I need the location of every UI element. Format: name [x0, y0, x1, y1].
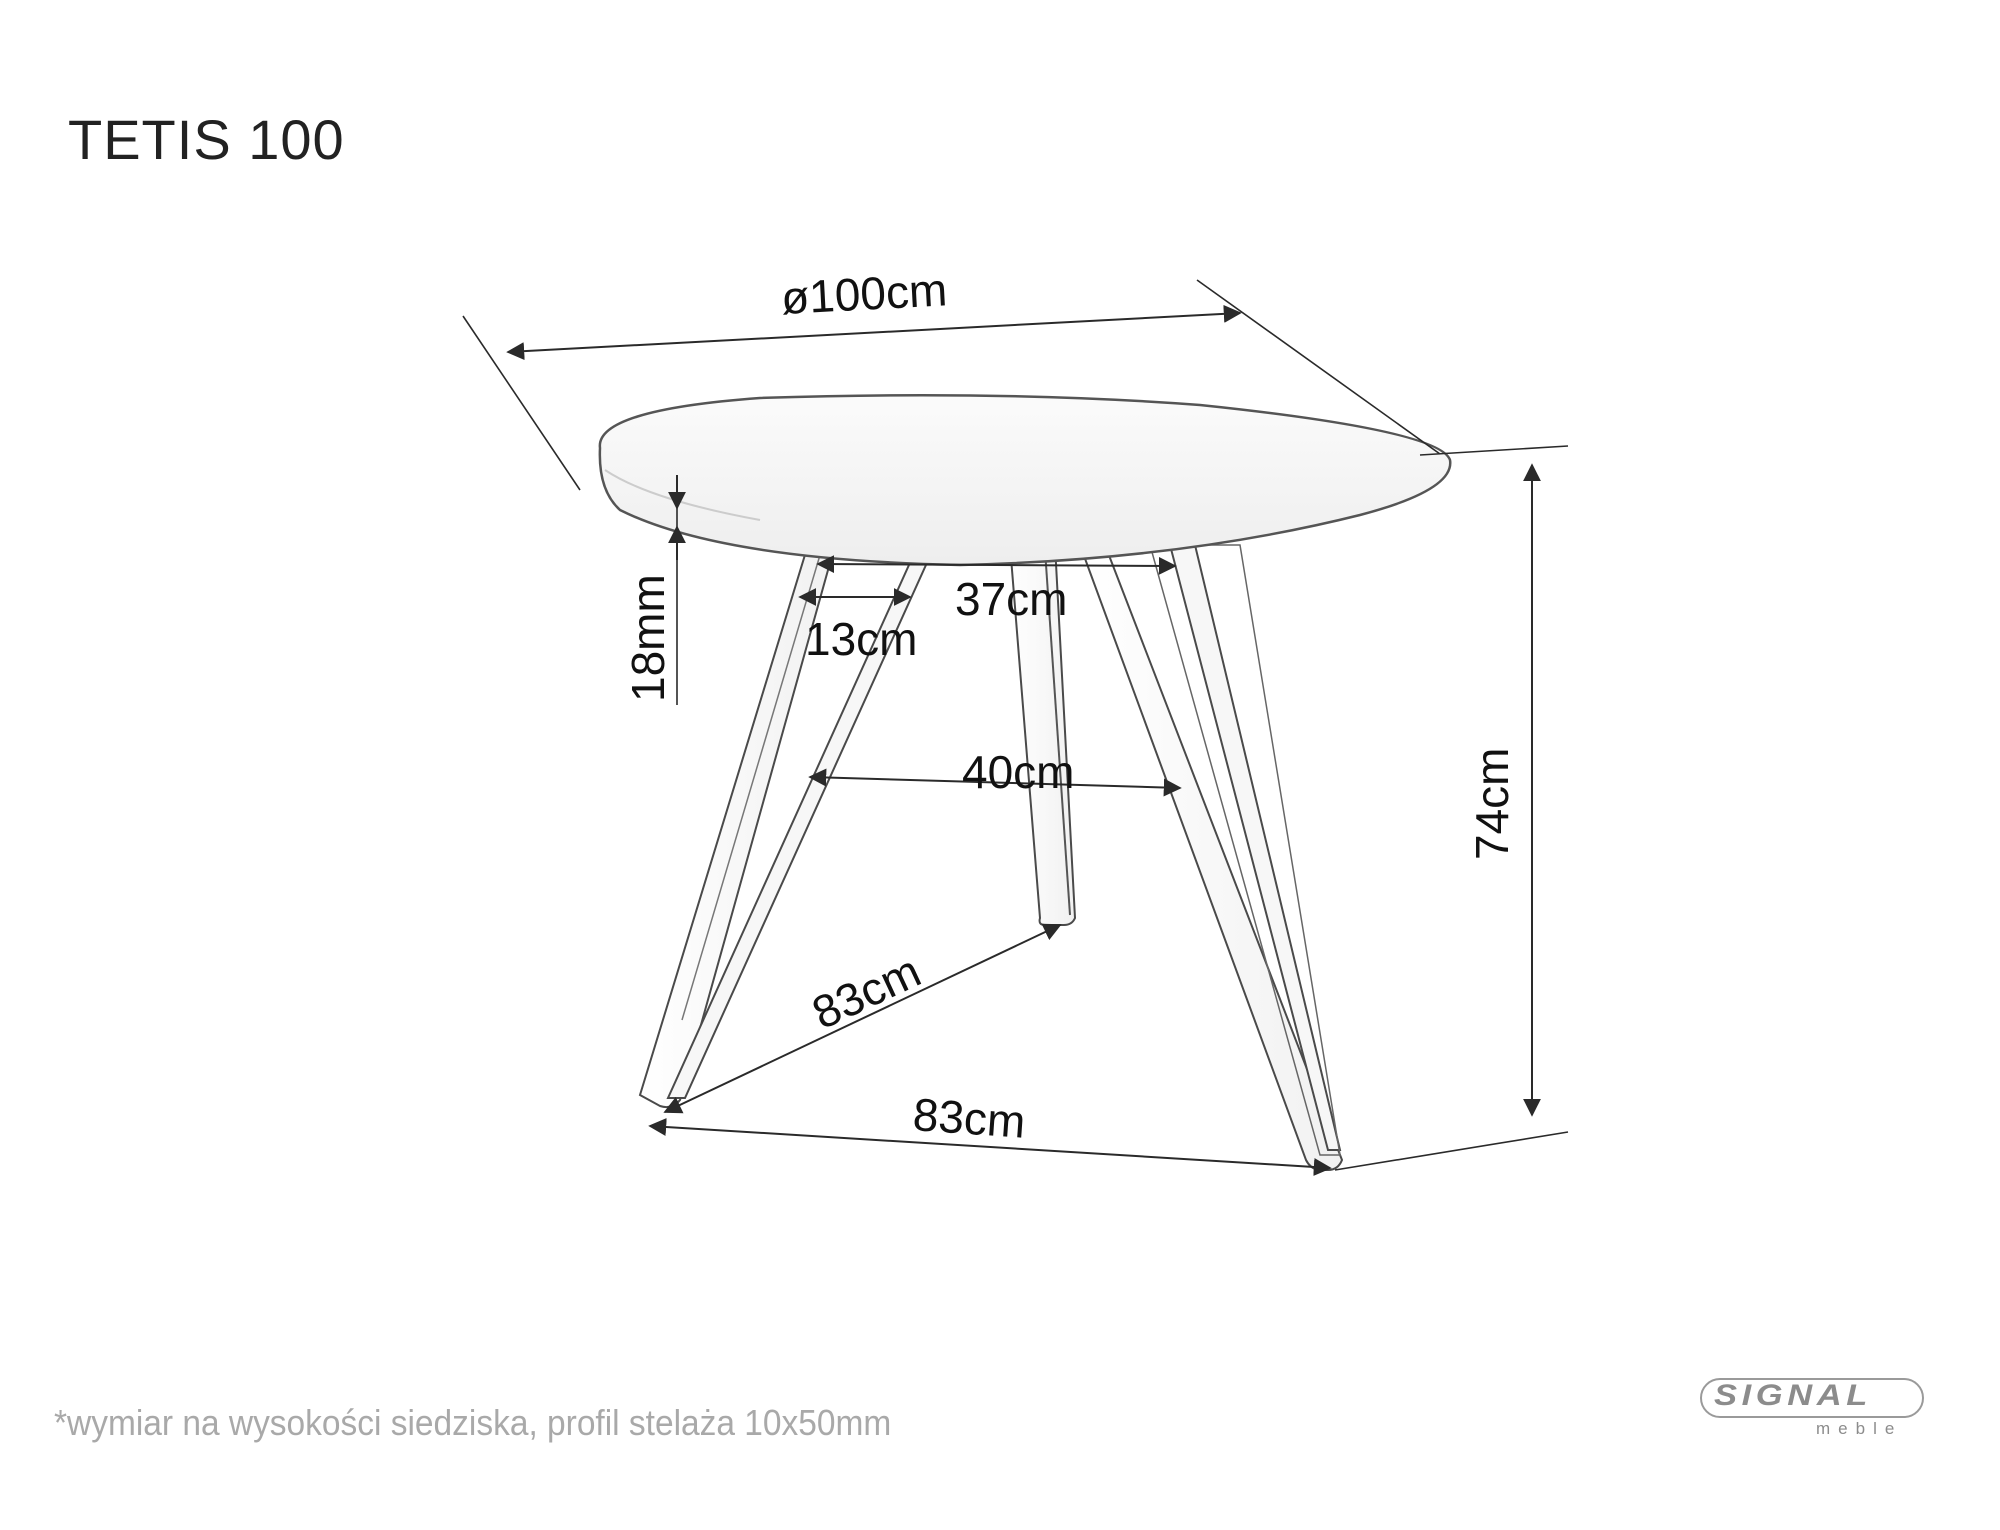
logo-subtitle: meble	[1816, 1419, 1903, 1438]
dim-thickness-label: 18mm	[622, 574, 674, 702]
dim-leg-spread-mid-label: 40cm	[962, 746, 1074, 798]
footnote: *wymiar na wysokości siedziska, profil s…	[54, 1402, 892, 1443]
dim-leg-spread-top-label: 37cm	[955, 573, 1067, 625]
table-leg-back	[1008, 544, 1077, 926]
dim-front-label: 83cm	[911, 1088, 1027, 1148]
dim-diagonal-label: 83cm	[804, 944, 928, 1039]
table-top	[598, 393, 1452, 567]
dim-leg-width-label: 13cm	[805, 613, 917, 665]
dimension-lines	[506, 304, 1541, 1176]
dim-height-label: 74cm	[1466, 748, 1518, 860]
product-title: TETIS 100	[68, 108, 345, 171]
signal-logo: SIGNAL meble	[1700, 1378, 1928, 1438]
dim-diameter-label: ø100cm	[780, 263, 949, 324]
logo-brand: SIGNAL	[1714, 1379, 1872, 1412]
logo-pill-border	[1700, 1378, 1924, 1418]
table-leg-right	[1078, 544, 1344, 1171]
